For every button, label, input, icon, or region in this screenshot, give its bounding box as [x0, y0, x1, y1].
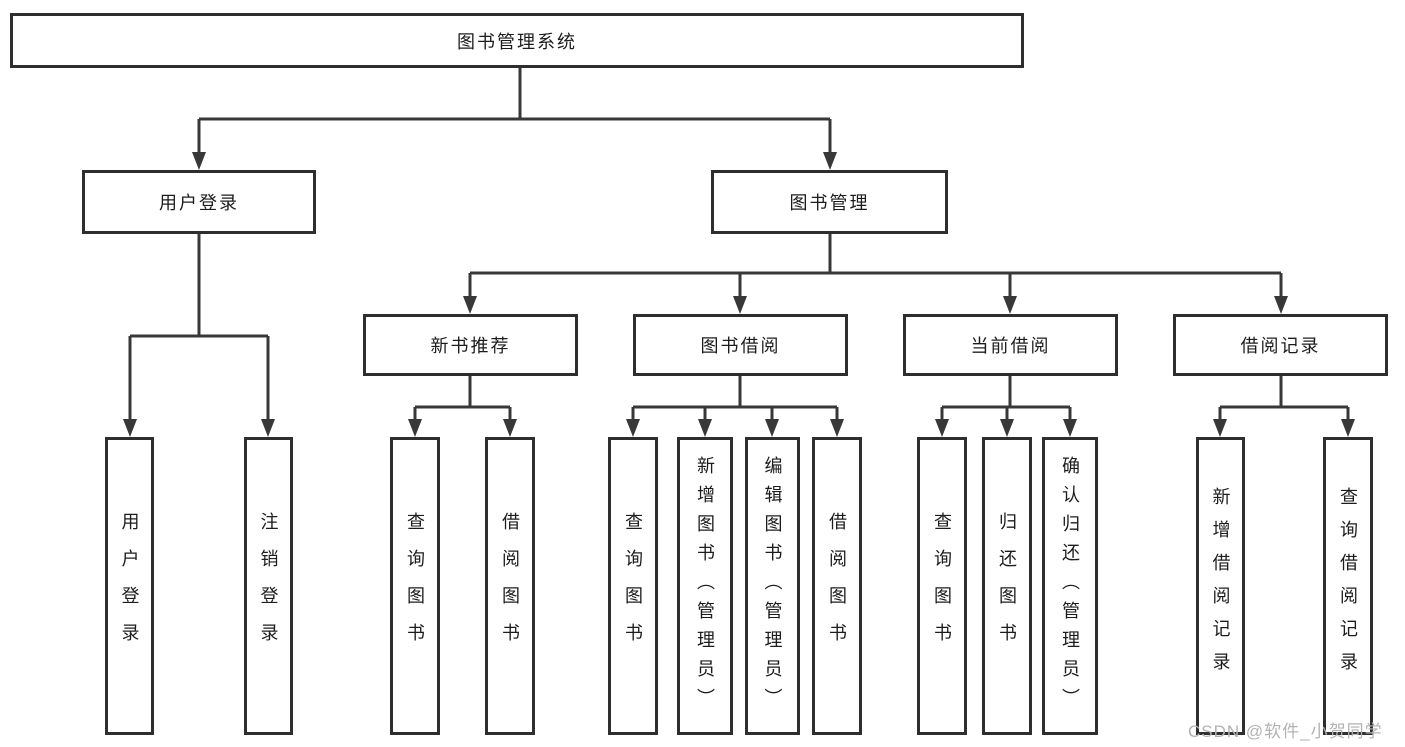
leaf-borrow-books-recommend-label: 借阅图书: [500, 512, 520, 660]
leaf-logout-label: 注销登录: [258, 512, 279, 660]
node-borrow-records: 借阅记录: [1173, 314, 1388, 376]
leaf-query-books-borrow-label: 查询图书: [623, 512, 643, 660]
node-root-system-label: 图书管理系统: [457, 31, 577, 52]
leaf-borrow-books-label: 借阅图书: [827, 512, 847, 660]
csdn-watermark: CSDN @软件_小贺同学: [1188, 722, 1383, 741]
leaf-return-books: 归还图书: [982, 437, 1032, 735]
leaf-edit-books-admin-label: 编辑图书（管理员）: [762, 455, 783, 717]
leaf-user-login-label: 用户登录: [119, 512, 140, 660]
leaf-borrow-books-recommend: 借阅图书: [485, 437, 535, 735]
leaf-add-books-admin: 新增图书（管理员）: [677, 437, 733, 735]
connector-current-borrow-to-leaves: [935, 376, 1077, 437]
node-root-system: 图书管理系统: [10, 13, 1024, 68]
leaf-query-borrow-record: 查询借阅记录: [1323, 437, 1373, 735]
node-user-login-label: 用户登录: [159, 193, 239, 213]
leaf-query-books-current-label: 查询图书: [932, 512, 952, 660]
leaf-return-books-label: 归还图书: [997, 512, 1017, 660]
leaf-borrow-books: 借阅图书: [812, 437, 862, 735]
connector-new-book-recommend-to-leaves: [408, 376, 517, 437]
leaf-query-books-borrow: 查询图书: [608, 437, 658, 735]
connector-user-login-to-children: [123, 234, 275, 437]
leaf-add-borrow-record: 新增借阅记录: [1196, 437, 1245, 735]
node-book-management: 图书管理: [711, 170, 948, 234]
connector-book-borrow-to-leaves: [626, 376, 844, 437]
node-book-borrow-label: 图书借阅: [700, 336, 781, 356]
leaf-confirm-return-admin: 确认归还（管理员）: [1042, 437, 1098, 735]
node-book-borrow: 图书借阅: [633, 314, 848, 376]
node-book-management-label: 图书管理: [789, 193, 870, 213]
leaf-user-login: 用户登录: [105, 437, 154, 735]
node-current-borrow: 当前借阅: [903, 314, 1118, 376]
leaf-query-borrow-record-label: 查询借阅记录: [1338, 487, 1358, 685]
leaf-add-books-admin-label: 新增图书（管理员）: [695, 455, 715, 717]
node-new-book-recommend-label: 新书推荐: [430, 336, 511, 356]
node-user-login: 用户登录: [82, 170, 316, 234]
leaf-add-borrow-record-label: 新增借阅记录: [1210, 487, 1231, 685]
node-current-borrow-label: 当前借阅: [970, 336, 1051, 356]
node-borrow-records-label: 借阅记录: [1240, 336, 1321, 356]
leaf-logout: 注销登录: [244, 437, 293, 735]
connector-book-management-to-level3: [463, 234, 1288, 314]
leaf-confirm-return-admin-label: 确认归还（管理员）: [1060, 455, 1080, 717]
leaf-query-books-recommend-label: 查询图书: [405, 512, 425, 660]
node-new-book-recommend: 新书推荐: [363, 314, 578, 376]
connector-root-to-level2: [192, 68, 837, 170]
leaf-edit-books-admin: 编辑图书（管理员）: [745, 437, 800, 735]
leaf-query-books-current: 查询图书: [917, 437, 967, 735]
leaf-query-books-recommend: 查询图书: [390, 437, 440, 735]
connector-borrow-records-to-leaves: [1213, 376, 1355, 437]
